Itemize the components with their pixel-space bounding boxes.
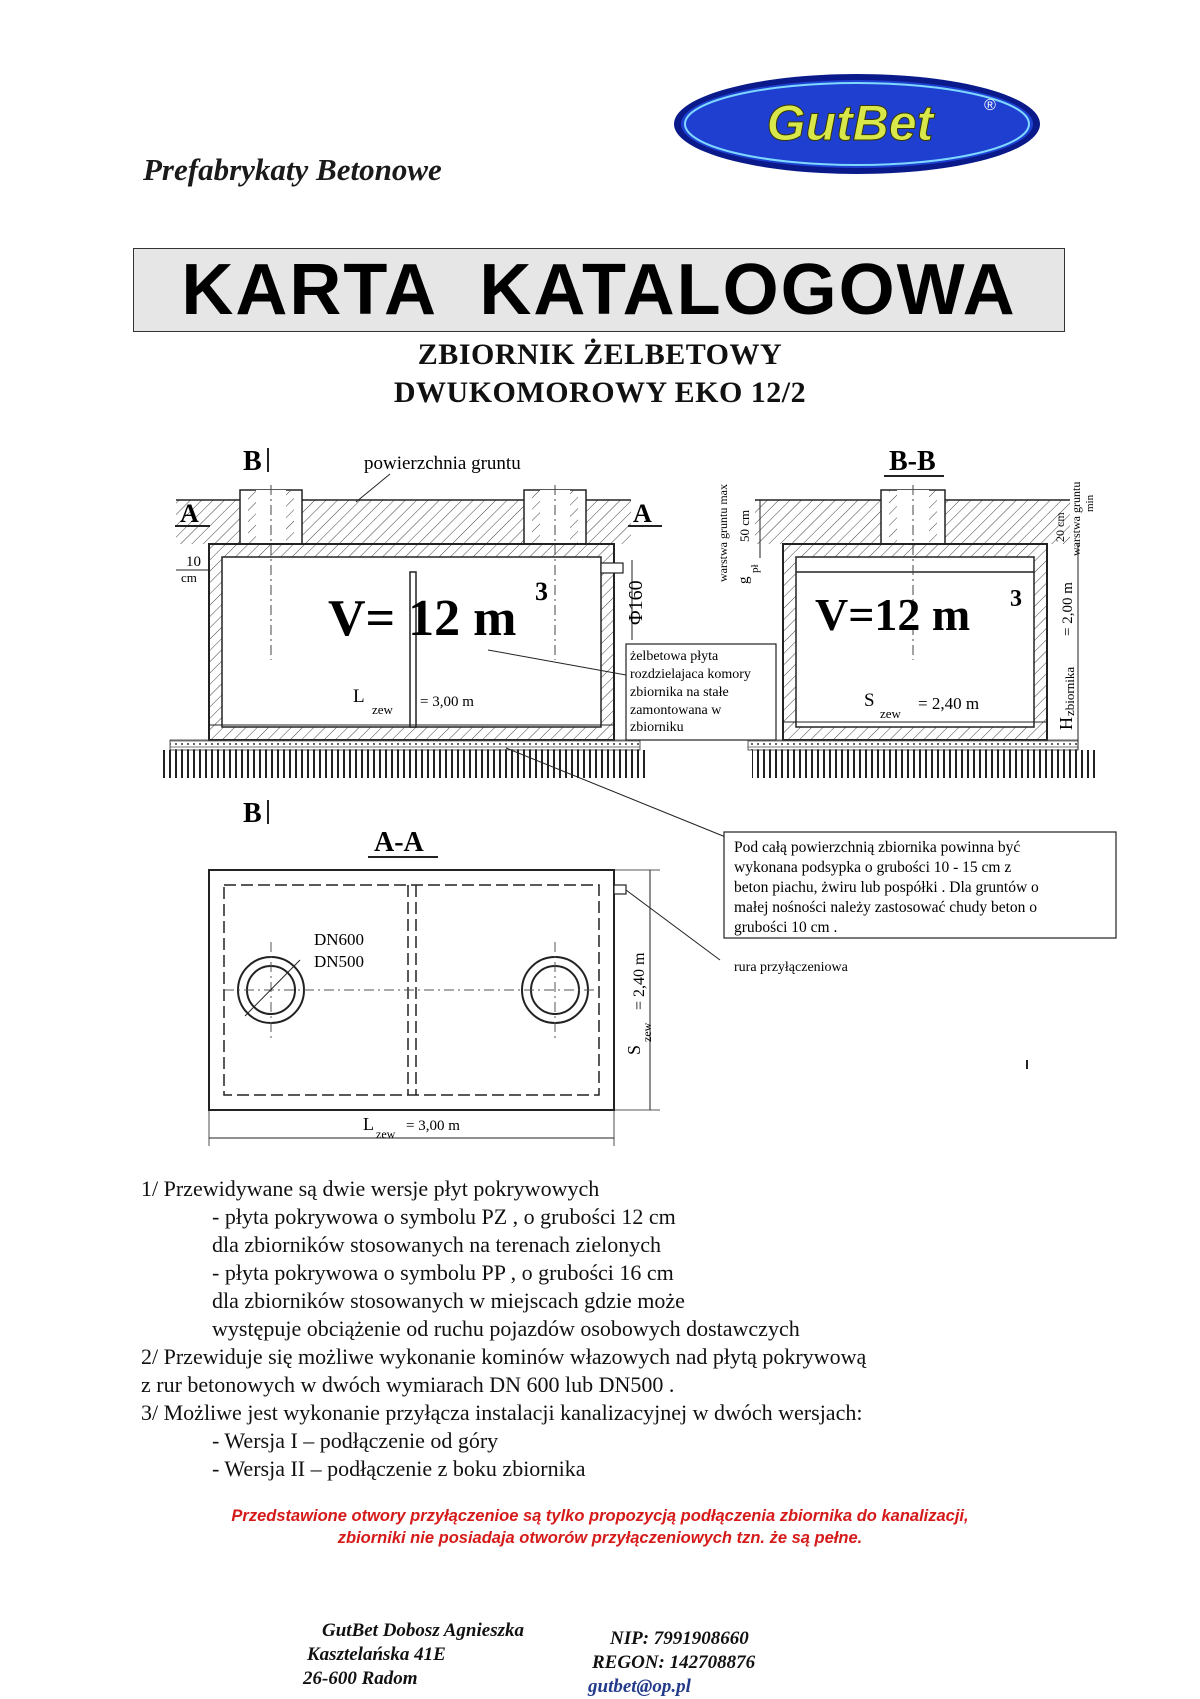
volume-label-bb: V=12 m [815,589,970,640]
soil-max-value: 50 cm [737,510,752,542]
plan-length-symbol: L [363,1114,374,1134]
warning-line1: Przedstawione otwory przyłączenioe są ty… [231,1507,969,1525]
footer-city: 26-600 Radom [303,1668,418,1689]
plan-width-subscript: zew [640,1022,654,1042]
tank-interior-bb [795,556,1035,728]
section-mark-b-top: B [243,446,262,477]
note-1a: - płyta pokrywowa o symbolu PZ , o grubo… [212,1204,676,1229]
dn600-label: DN600 [314,930,364,949]
footer-regon: REGON: 142708876 [592,1652,756,1673]
connection-pipe-label: rura przyłączeniowa [734,960,849,975]
note-2: 2/ Przewiduje się możliwe wykonanie komi… [141,1344,867,1369]
logo-wordmark: GutBet [767,95,936,151]
width-symbol: S [864,690,875,711]
notes-section: 1/ Przewidywane są dwie wersje płyt pokr… [141,1175,1141,1483]
wall-thickness-value: 10 [186,554,201,570]
company-tagline: Prefabrykaty Betonowe [143,152,442,187]
volume-exponent: 3 [535,577,548,606]
volume-label: V= 12 m [328,590,517,647]
note-1b: dla zbiorników stosowanych na terenach z… [212,1232,662,1257]
section-bb-label: B-B [889,446,936,477]
bedding-layer-bb [747,739,1079,751]
slab-thickness-subscript: pł [749,564,761,573]
footer-company: GutBet Dobosz Agnieszka [322,1620,524,1641]
section-mark-a-right: A [633,499,652,528]
native-ground-bb [752,750,1097,778]
logo-highlight [684,82,1030,166]
partition-note-line3: zbiornika na stałe [630,685,729,700]
plan-width-value: = 2,40 m [631,952,648,1010]
warning-note: Przedstawione otwory przyłączenioe są ty… [0,1505,1200,1549]
plan-view-aa: A-A DN600 DN500 rura przyłączeniowa S ze… [208,827,849,1146]
footer-street: Kasztelańska 41E [307,1644,446,1665]
note-3: 3/ Możliwe jest wykonanie przyłącza inst… [141,1400,863,1425]
bedding-note: Pod całą powierzchnią zbiornika powinna … [505,747,1117,939]
partition-note-box [625,643,777,741]
length-subscript: zew [372,702,394,717]
technical-drawing: Φ160 L zew = 3,00 m V= 12 m 3 B B A A po… [160,446,1117,1146]
partition-plate [409,571,417,728]
gutbet-logo: GutBet ® [674,74,1040,174]
partition-note-line2: rozdzielajaca komory [630,667,751,682]
soil-min-label: warstwa gruntu [1069,482,1083,556]
plan-width-symbol: S [624,1045,644,1055]
product-name-line2: DWUKOMOROWY EKO 12/2 [393,376,807,409]
bedding-note-line2: wykonana podsypka o grubości 10 - 15 cm … [734,859,1011,876]
bedding-layer [169,739,641,751]
soil-min-subscript: min [1084,494,1096,512]
soil-min-value: 20 cm [1053,512,1067,542]
plan-inlet-pipe [613,884,627,895]
warning-line2: zbiorniki nie posiadaja otworów przyłącz… [337,1529,863,1547]
note-3a: - Wersja I – podłączenie od góry [212,1428,499,1453]
note-1: 1/ Przewidywane są dwie wersje płyt pokr… [141,1176,600,1201]
pipe-diameter-label: Φ160 [625,580,647,625]
plan-length-subscript: zew [376,1127,396,1141]
section-mark-a-left: A [180,499,199,528]
partition-note-line1: żelbetowa płyta [630,649,719,664]
width-subscript: zew [880,706,902,721]
bedding-note-line3: beton piachu, żwiru lub pospółki . Dla g… [734,879,1039,896]
catalog-title-box: KARTA KATALOGOWA [133,248,1065,332]
logo-ellipse [681,80,1033,168]
plan-length-value: = 3,00 m [406,1118,460,1134]
wall-thickness-unit: cm [181,570,197,585]
slab-thickness-symbol: g [736,576,752,584]
product-name-line1: ZBIORNIK ŻELBETOWY [417,338,783,371]
section-aa-label: A-A [374,827,425,858]
partition-note-line5: zbiorniku [630,720,684,735]
partition-note-line4: zamontowana w [630,703,722,718]
bedding-note-line1: Pod całą powierzchnią zbiornika powinna … [734,839,1020,856]
ground-surface-label: powierzchnia gruntu [364,453,521,474]
logo-registered-mark: ® [984,97,996,114]
length-symbol: L [353,686,365,707]
section-mark-b-bottom: B [243,798,262,829]
catalog-title: KARTA KATALOGOWA [181,250,1017,330]
note-2a: z rur betonowych w dwóch wymiarach DN 60… [141,1372,675,1397]
longitudinal-section: Φ160 L zew = 3,00 m V= 12 m 3 B B A A po… [160,446,777,829]
height-symbol: H [1056,717,1076,730]
height-value: = 2,00 m [1060,582,1076,636]
native-ground [160,750,648,778]
soil-max-label: warstwa gruntu max [716,484,730,582]
bedding-note-line4: małej nośności należy zastosować chudy b… [734,899,1037,916]
width-value: = 2,40 m [918,694,979,713]
inlet-pipe [600,562,624,574]
length-value: = 3,00 m [420,694,474,710]
footer-nip: NIP: 7991908660 [610,1628,749,1649]
cross-section-bb: B-B V=12 m 3 S zew = 2,40 m warstwa grun… [716,446,1097,778]
bedding-note-box [723,831,1117,939]
footer-email-link[interactable]: gutbet@op.pl [588,1676,691,1697]
note-1e: występuje obciążenie od ruchu pojazdów o… [212,1316,800,1341]
note-1d: dla zbiorników stosowanych w miejscach g… [212,1288,685,1313]
note-1c: - płyta pokrywowa o symbolu PP , o grubo… [212,1260,674,1285]
note-3b: - Wersja II – podłączenie z boku zbiorni… [212,1456,586,1481]
height-subscript: zbiornika [1062,667,1077,716]
stray-mark [1026,1060,1028,1069]
bedding-note-line5: grubości 10 cm . [734,919,837,936]
dn500-label: DN500 [314,952,364,971]
volume-exponent-bb: 3 [1010,586,1022,612]
